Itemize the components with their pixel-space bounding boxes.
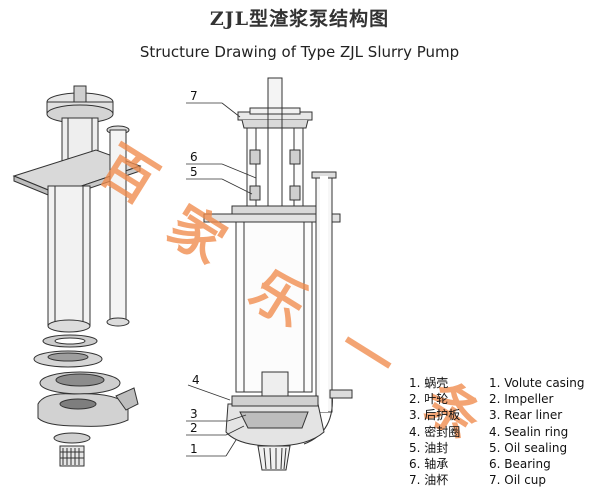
callout-7: 7 [190, 89, 198, 103]
watermark-char-4: 一 [327, 314, 406, 396]
legend-en-item-2: 2. Impeller [489, 392, 554, 407]
legend-chinese: 1. 蜗壳 2. 叶轮 3. 后护板 4. 密封圈 5. 油封 6. 轴承 7.… [409, 375, 460, 488]
legend-en-item-4: 4. Sealin ring [489, 424, 569, 439]
callout-1: 1 [190, 442, 198, 456]
legend-en-item-7: 7. Oil cup [489, 473, 547, 488]
title-chinese: ZJL型渣浆泵结构图 [209, 8, 390, 30]
legend-cn-item-7: 7. 油杯 [409, 473, 449, 488]
callout-2: 2 [190, 421, 198, 435]
legend-en-item-6: 6. Bearing [489, 457, 551, 472]
title-english: Structure Drawing of Type ZJL Slurry Pum… [139, 43, 460, 61]
legend-cn-item-2: 2. 叶轮 [409, 392, 449, 407]
callout-4: 4 [192, 373, 200, 387]
legend-cn-item-1: 1. 蜗壳 [409, 376, 449, 390]
callout-3: 3 [190, 407, 198, 421]
exploded-view [12, 85, 142, 467]
legend-cn-item-6: 6. 轴承 [409, 457, 449, 472]
assembled-section-view [186, 77, 353, 471]
watermark-char-1: 百 [89, 134, 168, 216]
legend-cn-item-3: 3. 后护板 [409, 408, 461, 423]
legend-en-item-5: 5. Oil sealing [489, 440, 568, 455]
legend-en-item-1: 1. Volute casing [489, 376, 585, 390]
legend-cn-item-5: 5. 油封 [409, 440, 449, 455]
legend-cn-item-4: 4. 密封圈 [409, 424, 461, 439]
callout-6: 6 [190, 150, 198, 164]
legend-en-item-3: 3. Rear liner [489, 408, 563, 423]
legend-english: 1. Volute casing 2. Impeller 3. Rear lin… [489, 375, 584, 488]
callout-5: 5 [190, 165, 198, 179]
watermark-char-2: 家 [157, 194, 236, 276]
